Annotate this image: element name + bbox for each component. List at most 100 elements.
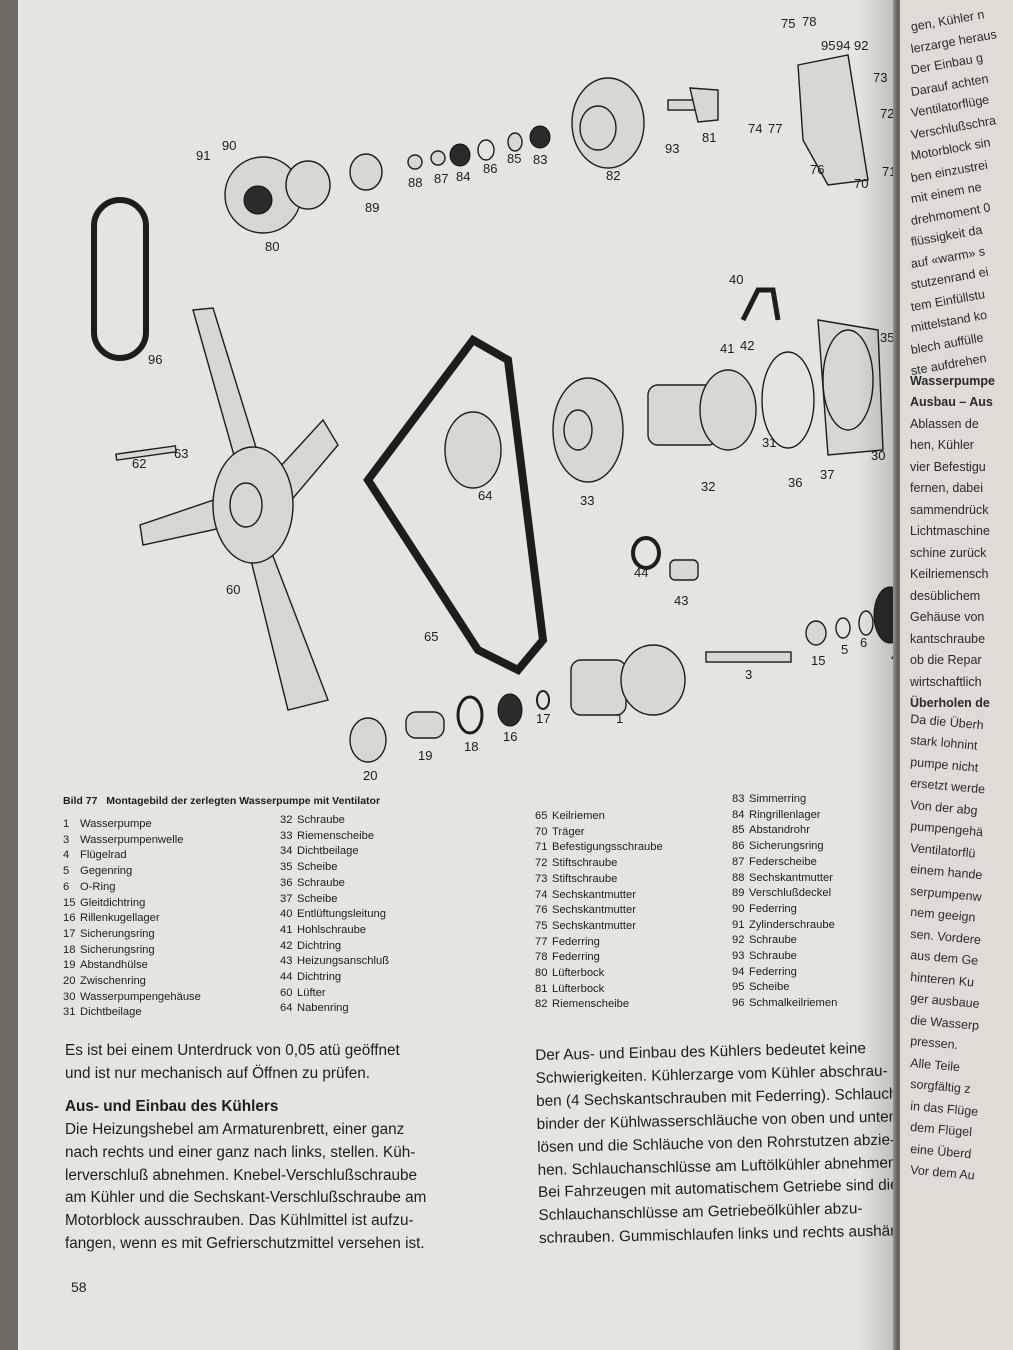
callout-81: 81 (702, 130, 716, 145)
legend-label: Sechskantmutter (552, 904, 636, 917)
legend-label: Entlüftungsleitung (297, 908, 386, 921)
callout-42: 42 (740, 338, 754, 353)
bracket-81-shape (667, 87, 719, 123)
legend-label: Federring (552, 935, 600, 948)
legend-number: 84 (732, 808, 745, 821)
vent-line-40-shape (740, 287, 781, 322)
legend-label: Gleitdichtring (80, 896, 146, 909)
callout-87: 87 (434, 171, 448, 186)
callout-85: 85 (507, 151, 521, 166)
callout-93: 93 (665, 141, 679, 156)
fan-60-shape (139, 307, 339, 711)
callout-20: 20 (363, 768, 377, 783)
facing-line: hen, Kühler (910, 438, 974, 452)
pulley-33-shape (552, 377, 624, 483)
callout-31: 31 (762, 435, 776, 450)
callout-19: 19 (418, 748, 432, 763)
legend-label: Riemenscheibe (297, 829, 375, 842)
legend-number: 73 (535, 872, 548, 885)
legend-number: 76 (535, 904, 548, 917)
callout-80: 80 (265, 239, 279, 254)
section-heading: Aus- und Einbau des Kühlers (65, 1097, 279, 1115)
figure-caption: Bild 77 Montagebild der zerlegten Wasser… (63, 795, 380, 807)
legend-label: Hohlschraube (297, 923, 367, 936)
book-gutter (893, 0, 903, 1350)
callout-33: 33 (580, 493, 594, 508)
legend-label: Scheibe (297, 892, 338, 905)
legend-label: Gegenring (80, 865, 133, 878)
legend-label: Träger (552, 825, 585, 838)
bolt-62-shape (115, 445, 177, 461)
legend-number: 41 (280, 923, 293, 936)
legend-number: 16 (63, 912, 76, 925)
text-line: lerverschluß abnehmen. Knebel-Verschlußs… (65, 1166, 418, 1184)
legend-label: Abstandrohr (749, 824, 810, 837)
legend-number: 19 (63, 959, 76, 972)
callout-15: 15 (811, 653, 825, 668)
legend-label: Federscheibe (749, 855, 817, 868)
legend-label: Schraube (297, 876, 345, 889)
facing-heading: Wasserpumpe (910, 373, 995, 388)
text-line: am Kühler und die Sechskant-Verschlußsch… (65, 1189, 427, 1207)
bracket-70-shape (797, 54, 869, 186)
callout-18: 18 (464, 739, 478, 754)
legend-number: 15 (63, 896, 76, 909)
legend-number: 17 (63, 927, 76, 940)
legend-label: Sicherungsring (749, 840, 824, 853)
facing-line: fernen, dabei (910, 481, 983, 495)
facing-line: desüblichem (910, 588, 981, 603)
legend-number: 3 (63, 833, 70, 846)
legend-label: Ringrillenlager (749, 808, 821, 821)
hub-ring-64-shape (444, 411, 502, 489)
callout-60: 60 (226, 582, 240, 597)
callout-1: 1 (616, 711, 623, 726)
belt-96-shape (91, 197, 149, 361)
text-line: und ist nur mechanisch auf Öffnen zu prü… (65, 1064, 370, 1082)
legend-number: 91 (732, 918, 745, 931)
facing-line: vier Befestigu (910, 459, 986, 474)
legend-label: Riemenscheibe (552, 998, 630, 1011)
legend-label: Dichtring (297, 971, 342, 984)
callout-90: 90 (222, 138, 236, 153)
legend-number: 81 (535, 982, 548, 995)
callout-82: 82 (606, 168, 620, 183)
text-line: Motorblock ausschrauben. Das Kühlmittel … (65, 1212, 414, 1230)
callout-63: 63 (174, 446, 188, 461)
facing-line: sammendrück (910, 502, 989, 517)
text-line: fangen, wenn es mit Gefrierschutzmittel … (65, 1235, 425, 1253)
callout-32: 32 (701, 479, 715, 494)
page-number: 58 (71, 1279, 87, 1295)
legend-number: 18 (63, 943, 76, 956)
legend-number: 80 (535, 967, 548, 980)
facing-line: Ablassen de (910, 416, 979, 431)
callout-75: 75 (781, 16, 795, 31)
callout-86: 86 (483, 161, 497, 176)
legend-number: 95 (732, 981, 745, 994)
facing-line: ob die Repar (910, 653, 982, 667)
callout-65: 65 (424, 629, 438, 644)
legend-number: 71 (535, 841, 548, 854)
callout-43: 43 (674, 593, 688, 608)
callout-36: 36 (788, 475, 802, 490)
